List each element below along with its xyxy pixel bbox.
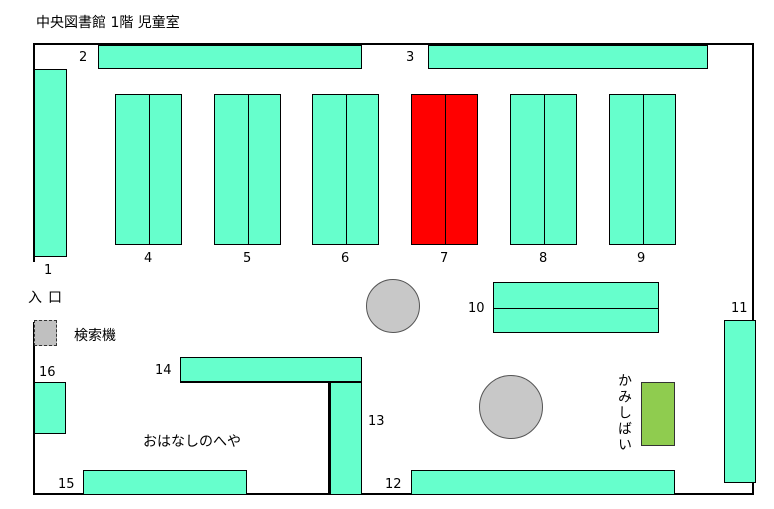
story-room-wall-top bbox=[180, 381, 330, 383]
map-title: 中央図書館 1階 児童室 bbox=[36, 15, 180, 31]
entrance-label: 入口 bbox=[28, 290, 68, 306]
shelf-1[interactable] bbox=[34, 69, 67, 257]
round-table-upper bbox=[366, 279, 420, 333]
shelf-6[interactable] bbox=[312, 94, 379, 245]
shelf-8-number: 8 bbox=[539, 251, 548, 266]
shelf-8[interactable] bbox=[510, 94, 577, 245]
search-kiosk[interactable] bbox=[34, 320, 57, 346]
shelf-13[interactable] bbox=[330, 382, 362, 495]
shelf-15[interactable] bbox=[83, 470, 247, 495]
shelf-5[interactable] bbox=[214, 94, 281, 245]
shelf-11[interactable] bbox=[724, 320, 756, 483]
search-kiosk-label: 検索機 bbox=[74, 328, 116, 344]
shelf-14[interactable] bbox=[180, 357, 362, 382]
shelf-7-highlighted[interactable] bbox=[411, 94, 478, 245]
kamishibai-stand[interactable] bbox=[641, 382, 675, 446]
shelf-7-number: 7 bbox=[440, 251, 449, 266]
shelf-9-number: 9 bbox=[637, 251, 646, 266]
shelf-2-number: 2 bbox=[79, 50, 88, 65]
kamishibai-label: かみしばい bbox=[616, 373, 632, 453]
shelf-10[interactable] bbox=[493, 282, 659, 333]
story-room-label: おはなしのへや bbox=[143, 434, 241, 450]
shelf-3-number: 3 bbox=[406, 50, 415, 65]
shelf-5-number: 5 bbox=[243, 251, 252, 266]
shelf-14-number: 14 bbox=[155, 363, 172, 378]
shelf-16[interactable] bbox=[34, 382, 66, 434]
shelf-12[interactable] bbox=[411, 470, 675, 495]
shelf-16-number: 16 bbox=[39, 365, 56, 380]
shelf-13-number: 13 bbox=[368, 414, 385, 429]
entrance-gap bbox=[32, 262, 36, 322]
shelf-12-number: 12 bbox=[385, 477, 402, 492]
shelf-11-number: 11 bbox=[731, 301, 748, 316]
shelf-10-number: 10 bbox=[468, 301, 485, 316]
shelf-4[interactable] bbox=[115, 94, 182, 245]
round-table-lower bbox=[479, 375, 543, 439]
shelf-2[interactable] bbox=[98, 45, 362, 69]
shelf-6-number: 6 bbox=[341, 251, 350, 266]
shelf-4-number: 4 bbox=[144, 251, 153, 266]
shelf-15-number: 15 bbox=[58, 477, 75, 492]
shelf-9[interactable] bbox=[609, 94, 676, 245]
shelf-3[interactable] bbox=[428, 45, 708, 69]
shelf-1-number: 1 bbox=[44, 263, 53, 278]
story-room-wall-vertical bbox=[328, 382, 330, 495]
